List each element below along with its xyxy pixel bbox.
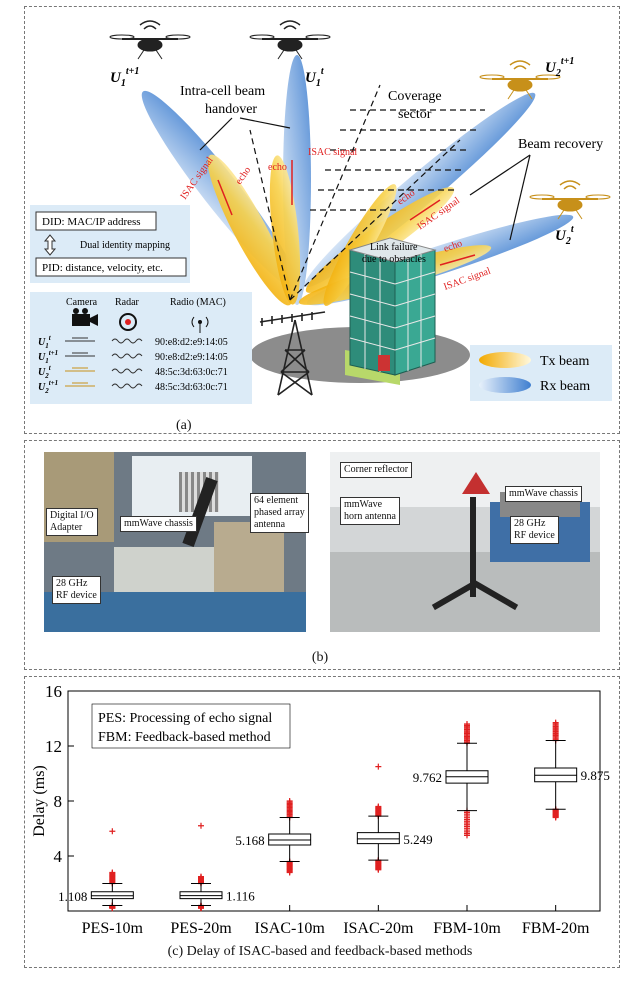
legend-rx: Rx beam <box>540 379 590 394</box>
lab-photo-left <box>44 452 306 632</box>
isac-signal-label: ISAC signal <box>308 147 357 158</box>
box-group: 1.108 <box>58 828 134 912</box>
outlier-extreme <box>109 828 116 835</box>
drone-u2-next <box>479 60 561 100</box>
chart-legend-box <box>91 703 291 749</box>
delay-boxplot: 4 8 12 16 PES-10m PES-20m ISAC-10m ISAC-20m FBM… <box>31 682 610 937</box>
label-rf-left: 28 GHz RF device <box>52 576 101 604</box>
table-header-camera: Camera <box>66 297 98 308</box>
beam-recovery-label: Beam recovery <box>518 137 603 152</box>
table-header-radio: Radio (MAC) <box>170 297 226 308</box>
scenario-diagram: U1t+1 U1t U2t+1 U2t Intra-cell beam hand… <box>30 20 612 404</box>
median-label: 9.762 <box>413 770 442 785</box>
median-label: 9.875 <box>581 768 610 783</box>
outlier-high <box>109 869 116 876</box>
outlier-high <box>198 873 204 880</box>
row-user: U2t <box>38 364 52 380</box>
label-mmwave-chassis-right: mmWave chassis <box>505 486 582 502</box>
chart-legend-line-1: PES: Processing of echo signal <box>98 711 272 726</box>
box-group: 9.875 <box>534 719 610 821</box>
echo-label: echo <box>233 165 253 187</box>
pid-label: PID: distance, velocity, etc. <box>42 262 163 274</box>
label-u1-next: U1t+1 <box>110 66 139 89</box>
label-u1: U1t <box>305 66 325 89</box>
y-tick-label: 12 <box>45 737 62 756</box>
row-mac: 48:5c:3d:63:0c:71 <box>155 382 228 393</box>
panel-c <box>24 676 620 968</box>
outlier-extreme <box>375 763 382 770</box>
y-tick-label: 8 <box>54 792 63 811</box>
x-tick-label: PES-10m <box>82 920 144 937</box>
caption-b: (b) <box>311 650 329 665</box>
median-label: 5.168 <box>235 833 264 848</box>
median-label: 1.116 <box>226 889 255 904</box>
median-label: 1.108 <box>58 889 87 904</box>
label-u2-next: U2t+1 <box>545 56 574 79</box>
box <box>90 891 134 900</box>
x-tick-label: ISAC-20m <box>343 920 414 937</box>
x-tick-label: FBM-10m <box>433 920 501 937</box>
x-tick-label: ISAC-10m <box>255 920 326 937</box>
chart-legend-line-2: FBM: Feedback-based method <box>98 730 271 745</box>
outlier-high <box>552 719 559 726</box>
drone-u2 <box>529 180 611 220</box>
drone-u1-next <box>109 20 191 60</box>
label-digital-io: Digital I/O Adapter <box>46 508 98 536</box>
link-failure-label: Link failure <box>370 242 418 253</box>
outlier-extreme <box>198 822 204 829</box>
outlier-high <box>464 721 470 727</box>
echo-label: echo <box>268 162 287 173</box>
row-mac: 90:e8:d2:e9:14:05 <box>155 352 228 363</box>
drone-u1 <box>249 20 331 60</box>
row-mac: 90:e8:d2:e9:14:05 <box>155 337 228 348</box>
tx-beam <box>323 184 397 306</box>
intra-cell-label: Intra-cell beam <box>180 84 265 99</box>
panel-a <box>24 6 620 434</box>
base-station-tower <box>259 311 326 396</box>
lab-photo-right <box>330 452 600 632</box>
label-corner-reflector: Corner reflector <box>340 462 413 478</box>
y-axis-label: Delay (ms) <box>31 765 48 837</box>
row-mac: 48:5c:3d:63:0c:71 <box>155 367 228 378</box>
panel-b <box>24 440 620 670</box>
box-group: 5.168 <box>235 798 312 876</box>
radar-icon <box>119 313 137 331</box>
antenna-icon <box>191 316 209 333</box>
caption-c: (c) Delay of ISAC-based and feedback-bas… <box>167 944 473 959</box>
label-rf-right: 28 GHz RF device <box>510 516 559 544</box>
coverage-label: Coverage <box>388 89 442 104</box>
label-phased-array: 64 element phased array antenna <box>250 493 309 533</box>
caption-a: (a) <box>176 418 192 433</box>
y-tick-label: 16 <box>45 682 62 701</box>
row-user: U1t <box>38 334 52 350</box>
tx-beam <box>207 154 293 306</box>
camera-icon <box>72 308 98 326</box>
mapping-label: Dual identity mapping <box>80 240 170 251</box>
label-u2: U2t <box>555 224 575 247</box>
legend-tx: Tx beam <box>540 354 589 369</box>
median-label: 5.249 <box>403 832 432 847</box>
handover-label: handover <box>205 102 257 117</box>
plot-area <box>67 690 601 912</box>
box <box>356 832 400 845</box>
tx-beam <box>269 155 301 305</box>
y-tick-label: 4 <box>54 847 63 866</box>
label-mmwave-chassis-left: mmWave chassis <box>120 516 197 532</box>
building <box>345 237 437 385</box>
x-tick-label: FBM-20m <box>522 920 590 937</box>
x-tick-label: PES-20m <box>170 920 232 937</box>
box-group: 1.116 <box>179 822 255 912</box>
box-group: 9.762 <box>413 721 489 839</box>
box-group: 5.249 <box>356 763 433 873</box>
outlier-high <box>286 798 293 804</box>
coverage-sector-lines <box>249 84 485 301</box>
beams <box>141 55 574 306</box>
label-horn-antenna: mmWave horn antenna <box>340 497 400 525</box>
did-label: DID: MAC/IP address <box>42 216 141 228</box>
table-header-radar: Radar <box>115 297 140 308</box>
outlier-high <box>375 803 382 810</box>
obstacles-label: due to obstacles <box>362 254 426 265</box>
sector-label: sector <box>398 107 432 122</box>
